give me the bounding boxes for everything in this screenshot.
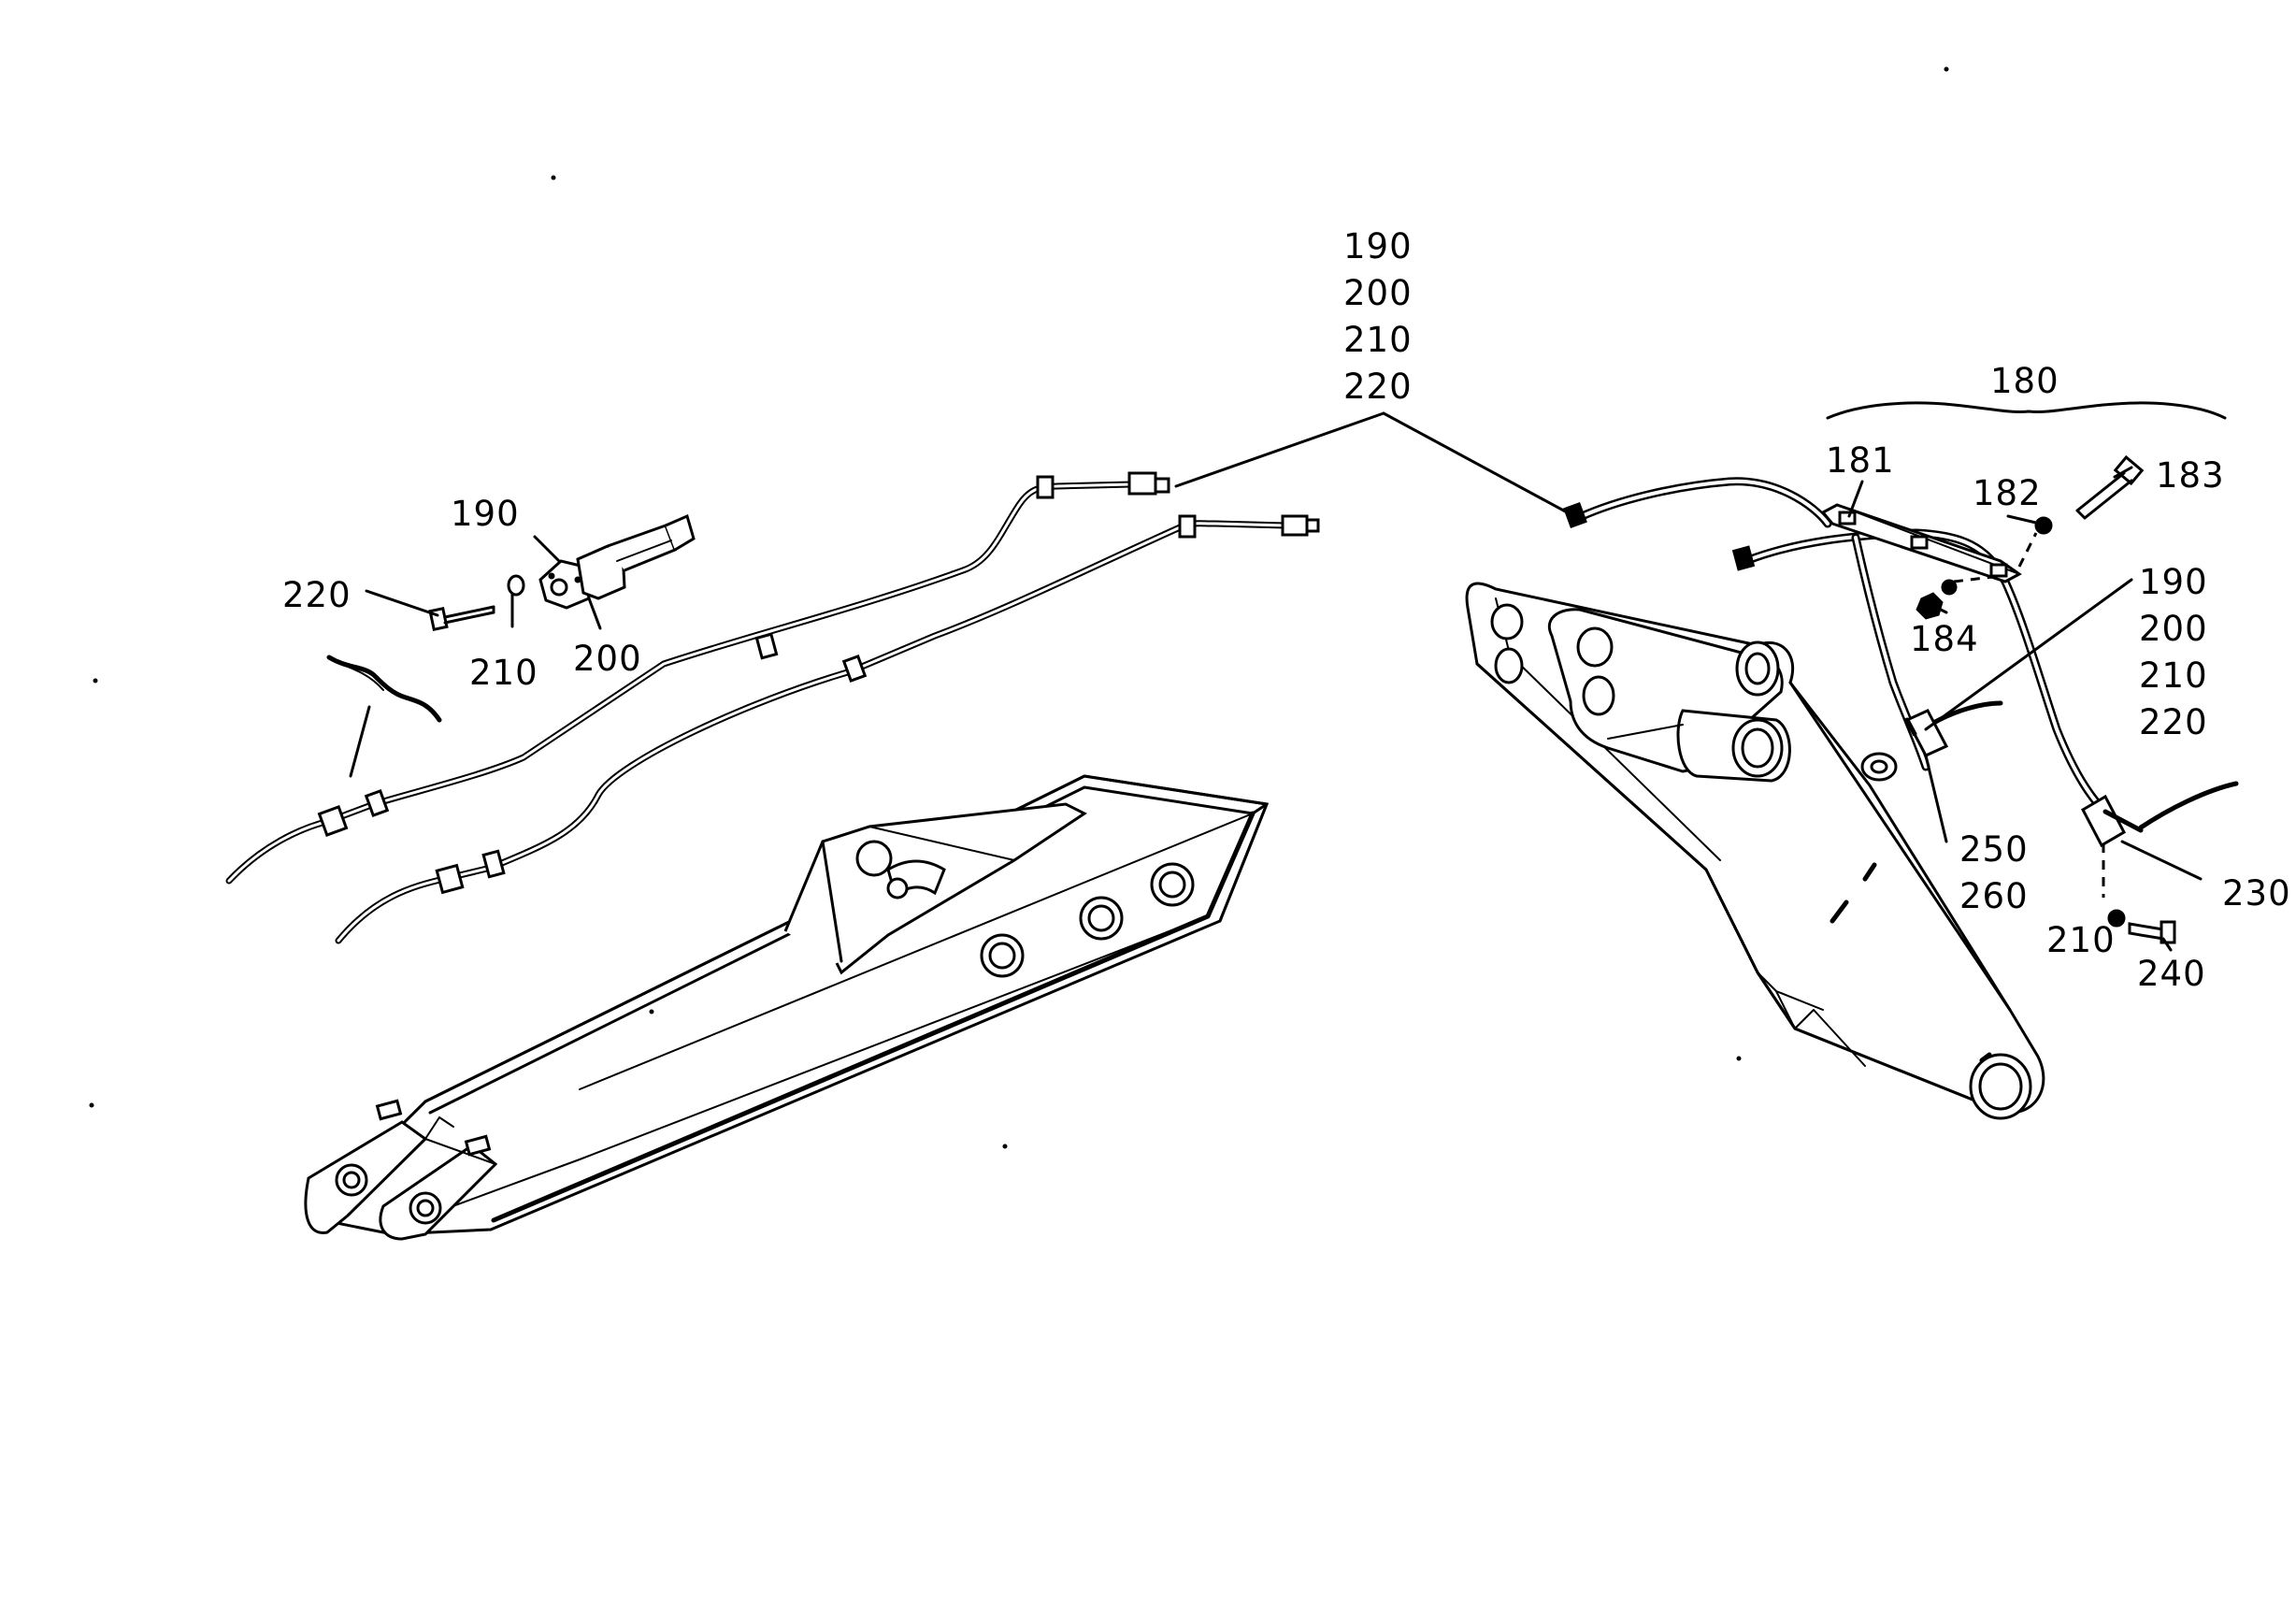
specks	[89, 66, 1949, 1149]
label-right-220: 220	[2139, 702, 2208, 742]
bolt-183-icon	[2075, 454, 2145, 520]
label-right-190: 190	[2139, 562, 2208, 602]
label-top-210: 210	[1343, 320, 1413, 360]
fitting-icon	[1127, 471, 1157, 496]
clamp-icon	[1036, 475, 1055, 499]
clamp-230-icon	[2081, 794, 2144, 848]
label-230: 230	[2222, 873, 2291, 914]
fitting-icon	[1281, 514, 1309, 537]
label-180: 180	[1990, 361, 2059, 401]
label-top-190: 190	[1343, 226, 1413, 266]
washer-210-icon	[507, 574, 525, 597]
end-lug-icon	[379, 1144, 498, 1241]
clamp-icon	[754, 632, 779, 660]
label-right-210: 210	[2139, 655, 2208, 696]
hole-icon	[1150, 862, 1195, 907]
lug-icon	[1860, 752, 1898, 782]
fitting-icon	[435, 863, 465, 895]
bolt-240-icon	[2128, 920, 2176, 944]
washer-182-icon	[2034, 516, 2053, 535]
label-left-210: 210	[469, 653, 538, 693]
label-left-220: 220	[282, 575, 352, 615]
label-184: 184	[1910, 619, 1979, 659]
clamp-icon	[1178, 514, 1197, 539]
label-260: 260	[1959, 876, 2029, 916]
hole-icon	[1079, 896, 1124, 941]
label-right-200: 200	[2139, 609, 2208, 649]
hole-icon	[1490, 603, 1524, 640]
hose-tail	[1928, 700, 2003, 727]
hose-end-icon	[1731, 545, 1756, 571]
clamp-icon	[841, 655, 868, 683]
clamp-icon	[481, 849, 506, 879]
fitting-icon	[1154, 477, 1170, 494]
label-210-right: 210	[2046, 920, 2116, 960]
hole-icon	[1494, 647, 1524, 684]
label-182: 182	[1973, 473, 2042, 513]
hole-icon	[1582, 675, 1615, 716]
nut-184-icon	[1916, 579, 1958, 620]
clamp-icon	[364, 789, 390, 817]
label-240: 240	[2137, 954, 2206, 994]
right-hose-upper	[1563, 477, 1832, 529]
cylinder-mount-icon	[1607, 709, 1791, 783]
label-top-200: 200	[1343, 273, 1413, 313]
label-top-220: 220	[1343, 367, 1413, 407]
bracket-icon	[783, 802, 1087, 975]
label-183: 183	[2156, 455, 2225, 496]
boom-arm-left	[304, 774, 1270, 1241]
clamp-bracket-181-icon	[1820, 503, 2022, 583]
brace-180	[1826, 401, 2227, 420]
left-pipe-run-upper	[225, 471, 1170, 885]
pivot-boss-icon	[1735, 640, 1780, 697]
hose-end-icon	[1563, 501, 1587, 529]
boom-right	[1465, 582, 2045, 1120]
label-left-190: 190	[451, 494, 520, 534]
leaders	[1174, 411, 2203, 952]
hose-clip-250-icon	[1904, 709, 1949, 757]
left-pipe-run-lower	[335, 514, 1320, 944]
label-181: 181	[1826, 440, 1895, 481]
labels: 190 200 210 220 180 181 182 183 184 190 …	[282, 226, 2291, 994]
break-symbol	[326, 655, 442, 723]
fitting-icon	[317, 805, 349, 837]
label-left-200: 200	[573, 639, 642, 679]
left-fitting-detail	[326, 513, 696, 778]
washer-210-icon	[2107, 909, 2126, 928]
bolt-220-icon	[428, 605, 495, 632]
right-hose-middle	[1851, 533, 1930, 771]
hole-icon	[980, 933, 1025, 978]
label-250: 250	[1959, 829, 2029, 870]
hole-icon	[1576, 626, 1614, 668]
block-200-icon	[576, 513, 696, 600]
hose-tail	[2138, 781, 2239, 830]
fitting-icon	[1305, 518, 1320, 533]
end-lug-icon	[304, 1120, 428, 1234]
end-boss-icon	[1969, 1052, 2032, 1120]
